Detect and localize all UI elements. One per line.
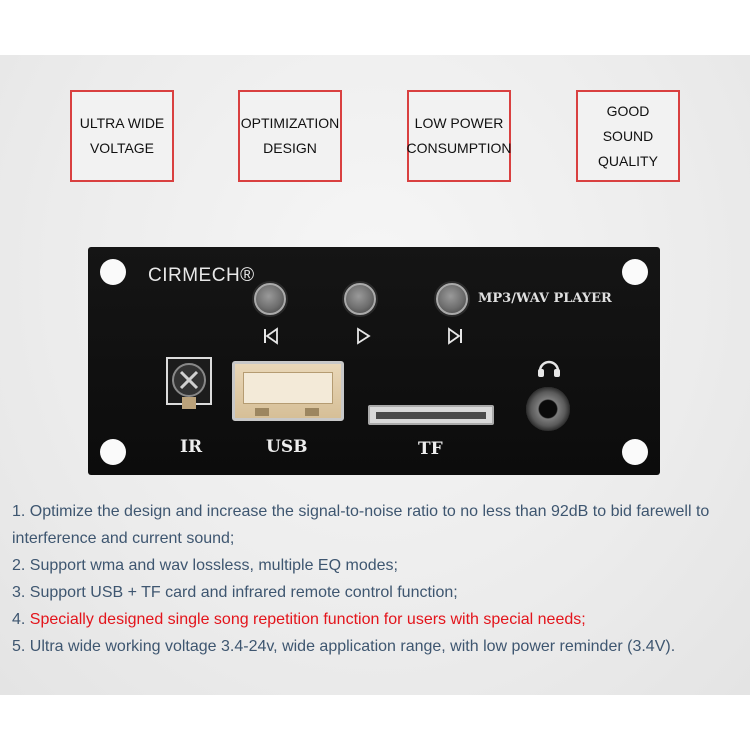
usb-port[interactable] [232, 361, 344, 421]
spec-number: 5. [12, 638, 30, 655]
previous-button[interactable] [254, 283, 286, 315]
ir-lens [172, 363, 206, 397]
feature-box-voltage: ULTRA WIDE VOLTAGE [70, 90, 174, 182]
mounting-hole [622, 439, 648, 465]
previous-icon [264, 327, 278, 345]
board-subtitle: MP3/WAV PLAYER [478, 291, 612, 306]
spec-item: 4. Specially designed single song repeti… [12, 606, 742, 633]
spec-item: 1. Optimize the design and increase the … [12, 498, 742, 552]
play-icon [357, 327, 371, 345]
tf-slot-opening [376, 412, 486, 419]
spec-item: 3. Support USB + TF card and infrared re… [12, 579, 742, 606]
spec-text: Support wma and wav lossless, multiple E… [29, 557, 398, 574]
next-icon [448, 327, 462, 345]
ir-label: IR [180, 437, 203, 457]
brand-logo: CIRMECH® [148, 265, 255, 286]
mounting-hole [622, 259, 648, 285]
feature-label: ULTRA WIDE VOLTAGE [79, 115, 165, 156]
feature-label: LOW POWER CONSUMPTION [406, 115, 512, 156]
mounting-hole [100, 439, 126, 465]
headphone-jack[interactable] [526, 387, 570, 431]
feature-box-sound: GOOD SOUND QUALITY [576, 90, 680, 182]
spec-text: Optimize the design and increase the sig… [12, 503, 710, 547]
ir-pad [182, 397, 196, 409]
tf-card-slot[interactable] [368, 405, 494, 425]
spec-text: Ultra wide working voltage 3.4-24v, wide… [29, 638, 676, 655]
mp3-board: CIRMECH® MP3/WAV PLAYER IR USB TF [88, 247, 660, 475]
spec-text-highlight: Specially designed single song repetitio… [29, 611, 586, 628]
usb-port-opening [243, 372, 333, 404]
feature-box-design: OPTIMIZATION DESIGN [238, 90, 342, 182]
ir-cross-icon [179, 370, 199, 390]
feature-label: GOOD SOUND QUALITY [598, 102, 658, 169]
feature-box-power: LOW POWER CONSUMPTION [406, 90, 512, 182]
spec-number: 1. [12, 503, 30, 520]
usb-label: USB [266, 437, 308, 457]
next-button[interactable] [436, 283, 468, 315]
spec-number: 3. [12, 584, 30, 601]
spec-number: 2. [12, 557, 30, 574]
spec-item: 2. Support wma and wav lossless, multipl… [12, 552, 742, 579]
spec-text: Support USB + TF card and infrared remot… [29, 584, 458, 601]
spec-item: 5. Ultra wide working voltage 3.4-24v, w… [12, 633, 742, 660]
headphone-icon [538, 360, 560, 377]
play-button[interactable] [344, 283, 376, 315]
mounting-hole [100, 259, 126, 285]
spec-number: 4. [12, 611, 30, 628]
usb-pin [305, 408, 319, 416]
feature-label: OPTIMIZATION DESIGN [240, 115, 340, 156]
spec-list: 1. Optimize the design and increase the … [12, 498, 742, 660]
tf-label: TF [418, 439, 443, 459]
usb-pin [255, 408, 269, 416]
